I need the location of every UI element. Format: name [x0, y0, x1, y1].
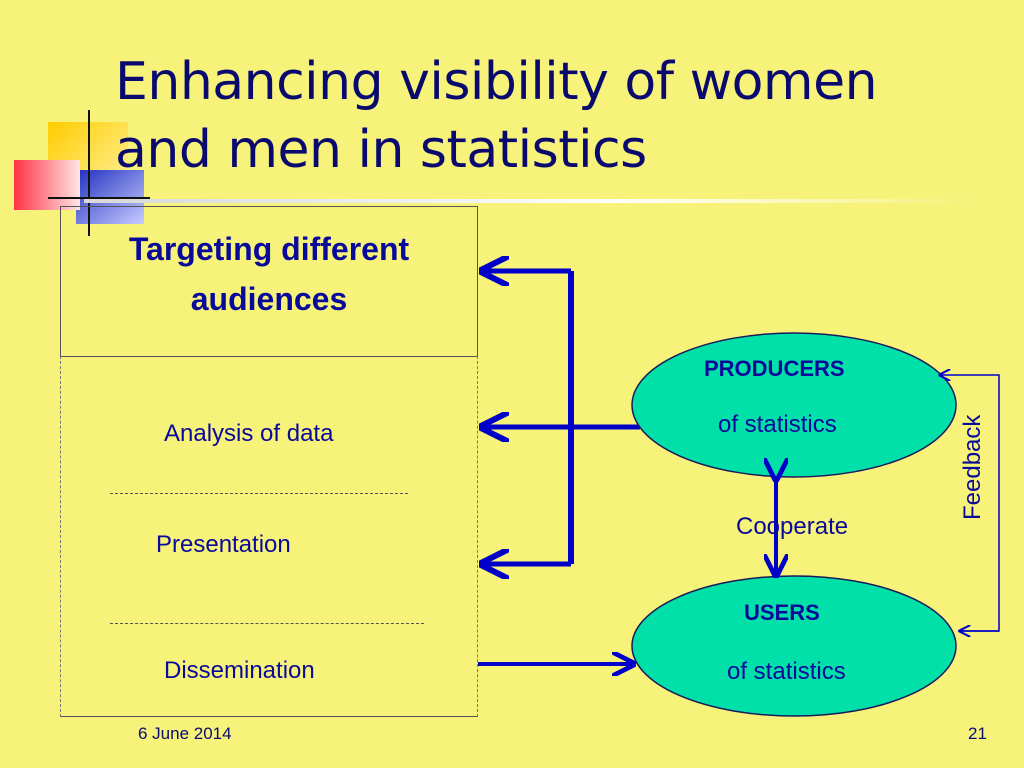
slide-title: Enhancing visibility of women and men in… — [115, 48, 1005, 184]
item-separator — [110, 623, 424, 624]
item-presentation: Presentation — [156, 531, 291, 558]
users-subtitle: of statistics — [727, 658, 846, 685]
audiences-box-body — [60, 356, 478, 717]
decorative-squares — [14, 110, 150, 236]
title-underline — [84, 199, 972, 203]
cooperate-label: Cooperate — [736, 513, 849, 540]
feedback-label-text: Feedback — [959, 414, 986, 520]
producers-ellipse — [631, 332, 957, 478]
item-separator — [110, 493, 408, 494]
producers-title: PRODUCERS — [704, 356, 845, 381]
slide-number: 21 — [968, 724, 987, 743]
users-title: USERS — [744, 600, 820, 625]
item-analysis: Analysis of data — [164, 420, 334, 447]
feedback-label: Feedback — [958, 415, 988, 520]
users-ellipse — [631, 575, 957, 717]
audiences-heading-line-1: Targeting different — [128, 231, 410, 267]
item-dissemination: Dissemination — [164, 657, 315, 684]
title-line-2: and men in statistics — [115, 120, 647, 180]
slide-date: 6 June 2014 — [138, 724, 232, 743]
producers-subtitle: of statistics — [718, 411, 837, 438]
audiences-heading-line-2: audiences — [190, 281, 348, 317]
title-line-1: Enhancing visibility of women — [115, 52, 878, 112]
audiences-heading: Targeting different audiences — [60, 224, 478, 324]
